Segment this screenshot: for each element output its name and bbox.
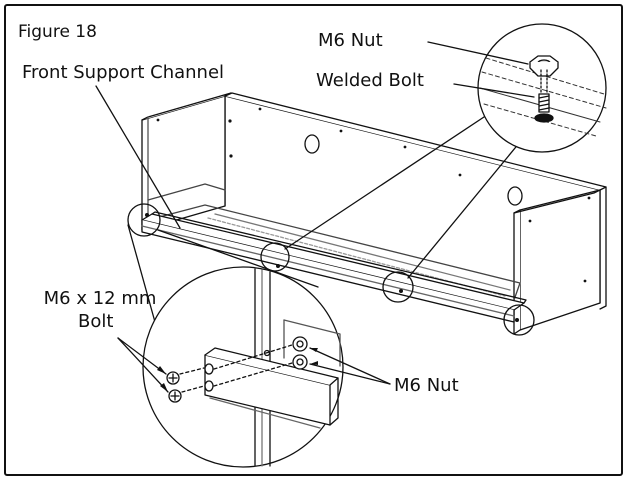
right-end-panel [519, 189, 601, 331]
detail-circle-left [127, 203, 161, 237]
figure-title: Figure 18 [18, 22, 97, 42]
m6x12-bolt-label-line1: M6 x 12 mm [43, 288, 157, 309]
welded-bolt-inset [477, 23, 607, 153]
bottom-tray [147, 204, 521, 301]
m6-nut-bottom-label: M6 Nut [394, 375, 459, 396]
m6x12-bolt-parts [166, 371, 182, 403]
welded-bolt-part [534, 69, 554, 123]
front-support-channel-label: Front Support Channel [22, 62, 225, 83]
detail-circle-right [503, 304, 535, 336]
m6-nut-top-label: M6 Nut [318, 30, 383, 51]
welded-bolt-label: Welded Bolt [316, 70, 424, 91]
m6-nut-top-part [529, 55, 559, 77]
m6-nut-bottom-parts [292, 336, 308, 370]
m6x12-bolt-label-line2: Bolt [78, 311, 114, 332]
detail-circle-mid-right [382, 271, 414, 303]
